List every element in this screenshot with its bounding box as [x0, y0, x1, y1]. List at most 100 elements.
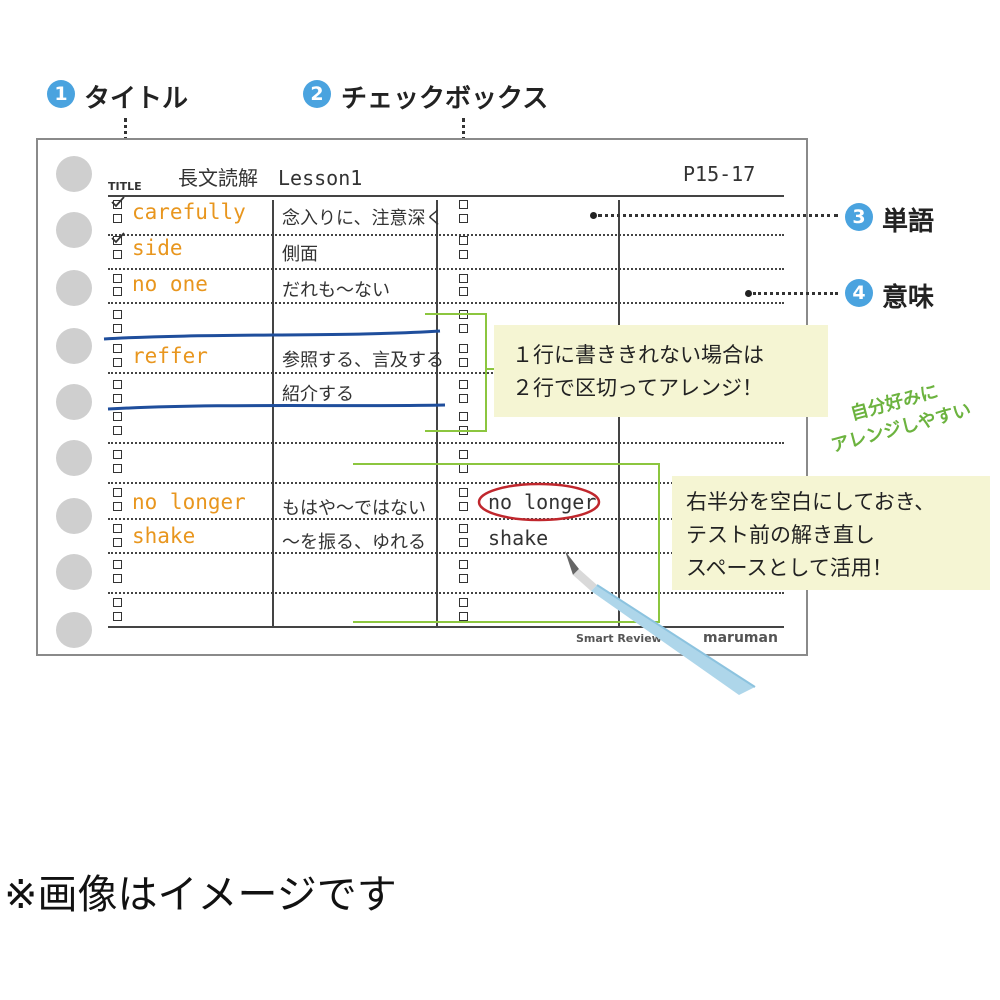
leader-meaning-dot [745, 290, 752, 297]
footer-logo: maruman [703, 630, 778, 646]
row-line [108, 234, 784, 236]
checkbox-row-8[interactable] [113, 450, 122, 459]
checkbox-right-12b[interactable] [459, 612, 468, 621]
bracket-two-lines [425, 313, 487, 432]
binder-hole [56, 554, 92, 590]
checkbox-row-10b[interactable] [113, 538, 122, 547]
label-4-badge: 4 [845, 279, 873, 307]
checkbox-right-5[interactable] [459, 344, 468, 353]
checkbox-right-9b[interactable] [459, 502, 468, 511]
checkbox-row-10[interactable] [113, 524, 122, 533]
checkbox-right-2[interactable] [459, 236, 468, 245]
checkbox-right-1b[interactable] [459, 214, 468, 223]
checkbox-right-9[interactable] [459, 488, 468, 497]
checkbox-row-9[interactable] [113, 488, 122, 497]
checkbox-row-6[interactable] [113, 380, 122, 389]
row-line [108, 552, 784, 554]
checkbox-row-5b[interactable] [113, 358, 122, 367]
page-reference: P15-17 [683, 162, 756, 186]
checkbox-row-12[interactable] [113, 598, 122, 607]
vocab-meaning: 参照する、言及する [282, 350, 444, 371]
row-line [108, 302, 784, 304]
checkbox-right-1[interactable] [459, 200, 468, 209]
bracket-connector [485, 368, 497, 370]
checkbox-row-11[interactable] [113, 560, 122, 569]
checkbox-right-11[interactable] [459, 560, 468, 569]
review-word: shake [488, 526, 549, 550]
pen-illustration [565, 551, 756, 695]
vocab-word: shake [132, 524, 196, 548]
checkbox-right-10b[interactable] [459, 538, 468, 547]
checkmark-icon [111, 232, 125, 244]
checkbox-row-9b[interactable] [113, 502, 122, 511]
checkbox-row-6b[interactable] [113, 394, 122, 403]
label-1-badge: 1 [47, 80, 75, 108]
checkbox-row-11b[interactable] [113, 574, 122, 583]
checkmark-icon [111, 196, 125, 208]
note-line: スペースとして活用！ [686, 556, 893, 580]
vocab-word: carefully [132, 200, 246, 224]
row-line [108, 268, 784, 270]
binder-hole [56, 270, 92, 306]
footer-brand: Smart Review [576, 632, 662, 645]
checkbox-row-2b[interactable] [113, 250, 122, 259]
checkbox-right-10[interactable] [459, 524, 468, 533]
checkbox-right-3[interactable] [459, 274, 468, 283]
binder-hole [56, 612, 92, 648]
note-line: １行に書ききれない場合は [512, 343, 764, 367]
checkbox-right-8[interactable] [459, 450, 468, 459]
checkbox-right-7[interactable] [459, 412, 468, 421]
checkbox-right-4b[interactable] [459, 324, 468, 333]
checkbox-row-4b[interactable] [113, 324, 122, 333]
checkbox-right-6b[interactable] [459, 394, 468, 403]
vocab-word: reffer [132, 344, 208, 368]
column-divider [272, 200, 274, 626]
note-two-lines: １行に書ききれない場合は ２行で区切ってアレンジ！ [494, 325, 828, 417]
checkbox-right-12[interactable] [459, 598, 468, 607]
label-3-badge: 3 [845, 203, 873, 231]
checkbox-row-7b[interactable] [113, 426, 122, 435]
blue-pen-lines [103, 329, 446, 411]
binder-hole [56, 498, 92, 534]
card-title: 長文読解 Lesson1 [178, 166, 363, 190]
note-line: テスト前の解き直し [686, 523, 875, 547]
checkbox-row-1b[interactable] [113, 214, 122, 223]
checkbox-row-7[interactable] [113, 412, 122, 421]
checkbox-right-6[interactable] [459, 380, 468, 389]
checkbox-row-3[interactable] [113, 274, 122, 283]
checkbox-row-5[interactable] [113, 344, 122, 353]
checkbox-row-8b[interactable] [113, 464, 122, 473]
note-right-half: 右半分を空白にしておき、 テスト前の解き直し スペースとして活用！ [672, 476, 990, 590]
binder-hole [56, 440, 92, 476]
bracket-right-half [353, 463, 660, 623]
review-word: no longer [488, 490, 597, 514]
binder-hole [56, 384, 92, 420]
vocab-word: side [132, 236, 183, 260]
checkbox-right-11b[interactable] [459, 574, 468, 583]
checkbox-row-3b[interactable] [113, 287, 122, 296]
label-word: 単語 [882, 207, 935, 237]
checkbox-row-4[interactable] [113, 310, 122, 319]
checkbox-right-5b[interactable] [459, 358, 468, 367]
vocab-word: no longer [132, 490, 246, 514]
vocab-meaning: 側面 [282, 244, 318, 265]
vocab-meaning: 紹介する [282, 384, 354, 405]
side-note: 自分好みに アレンジしやすい [822, 372, 974, 459]
leader-meaning [753, 292, 838, 295]
label-title: タイトル [84, 84, 189, 114]
disclaimer-text: ※画像はイメージです [4, 872, 397, 918]
binder-hole [56, 328, 92, 364]
binder-hole [56, 156, 92, 192]
label-checkbox: チェックボックス [341, 84, 549, 114]
binder-hole [56, 212, 92, 248]
row-line [108, 518, 784, 520]
row-line [108, 372, 784, 374]
row-line [108, 592, 784, 594]
checkbox-right-2b[interactable] [459, 250, 468, 259]
vocab-word: no one [132, 272, 208, 296]
note-line: 右半分を空白にしておき、 [686, 490, 936, 514]
checkbox-right-3b[interactable] [459, 287, 468, 296]
vocab-meaning: ～を振る、ゆれる [282, 532, 426, 553]
label-meaning: 意味 [882, 283, 935, 313]
checkbox-row-12b[interactable] [113, 612, 122, 621]
